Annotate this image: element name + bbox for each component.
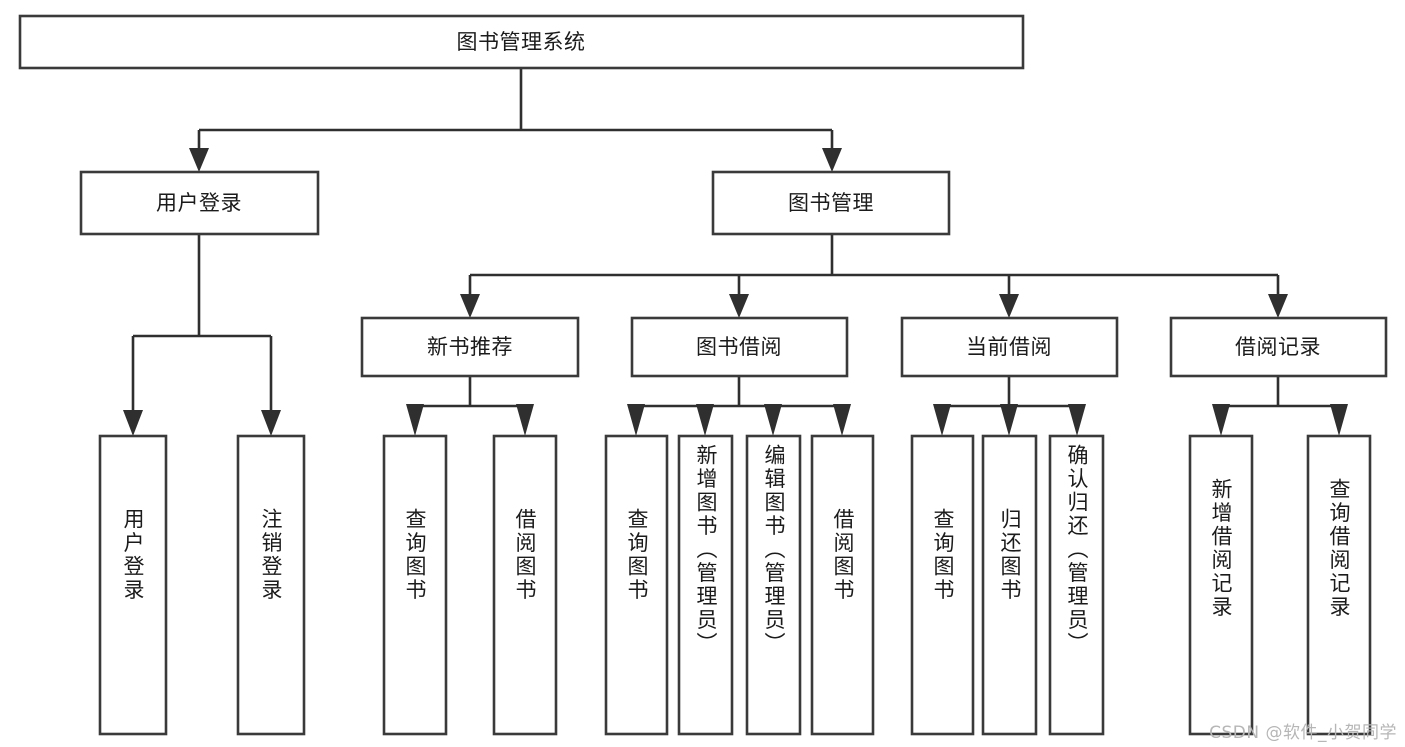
node-user-login[interactable] xyxy=(79,170,320,236)
connector-bookmgmt-to-level3 xyxy=(468,234,1280,298)
node-book-borrow-label: 图书借阅 xyxy=(696,335,782,359)
arrow-down-icon xyxy=(729,294,749,318)
node-book-borrow[interactable] xyxy=(630,316,849,378)
node-root-system[interactable] xyxy=(18,14,1025,70)
arrow-down-icon xyxy=(1212,404,1230,436)
arrow-down-icon xyxy=(1268,294,1288,318)
arrow-down-icon xyxy=(627,404,645,436)
node-leaf-query-book-1[interactable] xyxy=(382,434,448,736)
node-leaf-query-borrow-record[interactable] xyxy=(1306,434,1372,736)
node-current-borrow[interactable] xyxy=(900,316,1119,378)
node-new-book-recommend-label: 新书推荐 xyxy=(427,335,513,359)
node-leaf-edit-book-admin[interactable] xyxy=(745,434,802,736)
node-root-system-label: 图书管理系统 xyxy=(457,30,586,54)
node-book-management[interactable] xyxy=(711,170,951,236)
arrow-down-icon xyxy=(1068,404,1086,436)
node-borrow-record-label: 借阅记录 xyxy=(1235,335,1321,359)
arrow-down-icon xyxy=(822,148,842,172)
node-current-borrow-label: 当前借阅 xyxy=(966,335,1052,359)
node-leaf-add-borrow-record[interactable] xyxy=(1188,434,1254,736)
node-leaf-query-book-2[interactable] xyxy=(604,434,669,736)
arrow-down-icon xyxy=(696,404,714,436)
node-layer xyxy=(18,14,1388,736)
arrow-down-icon xyxy=(1330,404,1348,436)
arrow-down-icon xyxy=(189,148,209,172)
arrow-down-icon xyxy=(999,294,1019,318)
connector-newbook-to-leaves xyxy=(413,376,527,414)
arrow-down-icon xyxy=(1000,404,1018,436)
connector-root-to-level2 xyxy=(197,68,834,152)
node-leaf-return-book[interactable] xyxy=(981,434,1038,736)
horizontal-label-layer: 图书管理系统 用户登录 图书管理 新书推荐 图书借阅 当前借阅 借阅记录 xyxy=(156,30,1321,359)
connector-layer xyxy=(131,68,1341,414)
node-leaf-user-login[interactable] xyxy=(98,434,168,736)
arrow-down-icon xyxy=(516,404,534,436)
arrow-down-icon xyxy=(123,410,143,436)
connector-userlogin-to-leaves xyxy=(131,234,273,414)
connector-record-to-leaves xyxy=(1219,376,1341,414)
node-leaf-borrow-book-2[interactable] xyxy=(810,434,875,736)
node-book-management-label: 图书管理 xyxy=(788,191,874,215)
arrowhead-layer xyxy=(123,148,1348,436)
node-leaf-borrow-book-1[interactable] xyxy=(492,434,558,736)
arrow-down-icon xyxy=(833,404,851,436)
arrow-down-icon xyxy=(933,404,951,436)
node-leaf-user-logout[interactable] xyxy=(236,434,306,736)
arrow-down-icon xyxy=(764,404,782,436)
node-new-book-recommend[interactable] xyxy=(360,316,580,378)
arrow-down-icon xyxy=(406,404,424,436)
node-leaf-query-book-3[interactable] xyxy=(910,434,975,736)
arrow-down-icon xyxy=(460,294,480,318)
csdn-watermark: CSDN @软件_小贺同学 xyxy=(1209,723,1397,743)
node-user-login-label: 用户登录 xyxy=(156,191,242,215)
connector-borrow-to-leaves xyxy=(634,376,844,414)
node-borrow-record[interactable] xyxy=(1169,316,1388,378)
node-leaf-add-book-admin[interactable] xyxy=(677,434,734,736)
node-leaf-confirm-return-admin[interactable] xyxy=(1048,434,1105,736)
arrow-down-icon xyxy=(261,410,281,436)
